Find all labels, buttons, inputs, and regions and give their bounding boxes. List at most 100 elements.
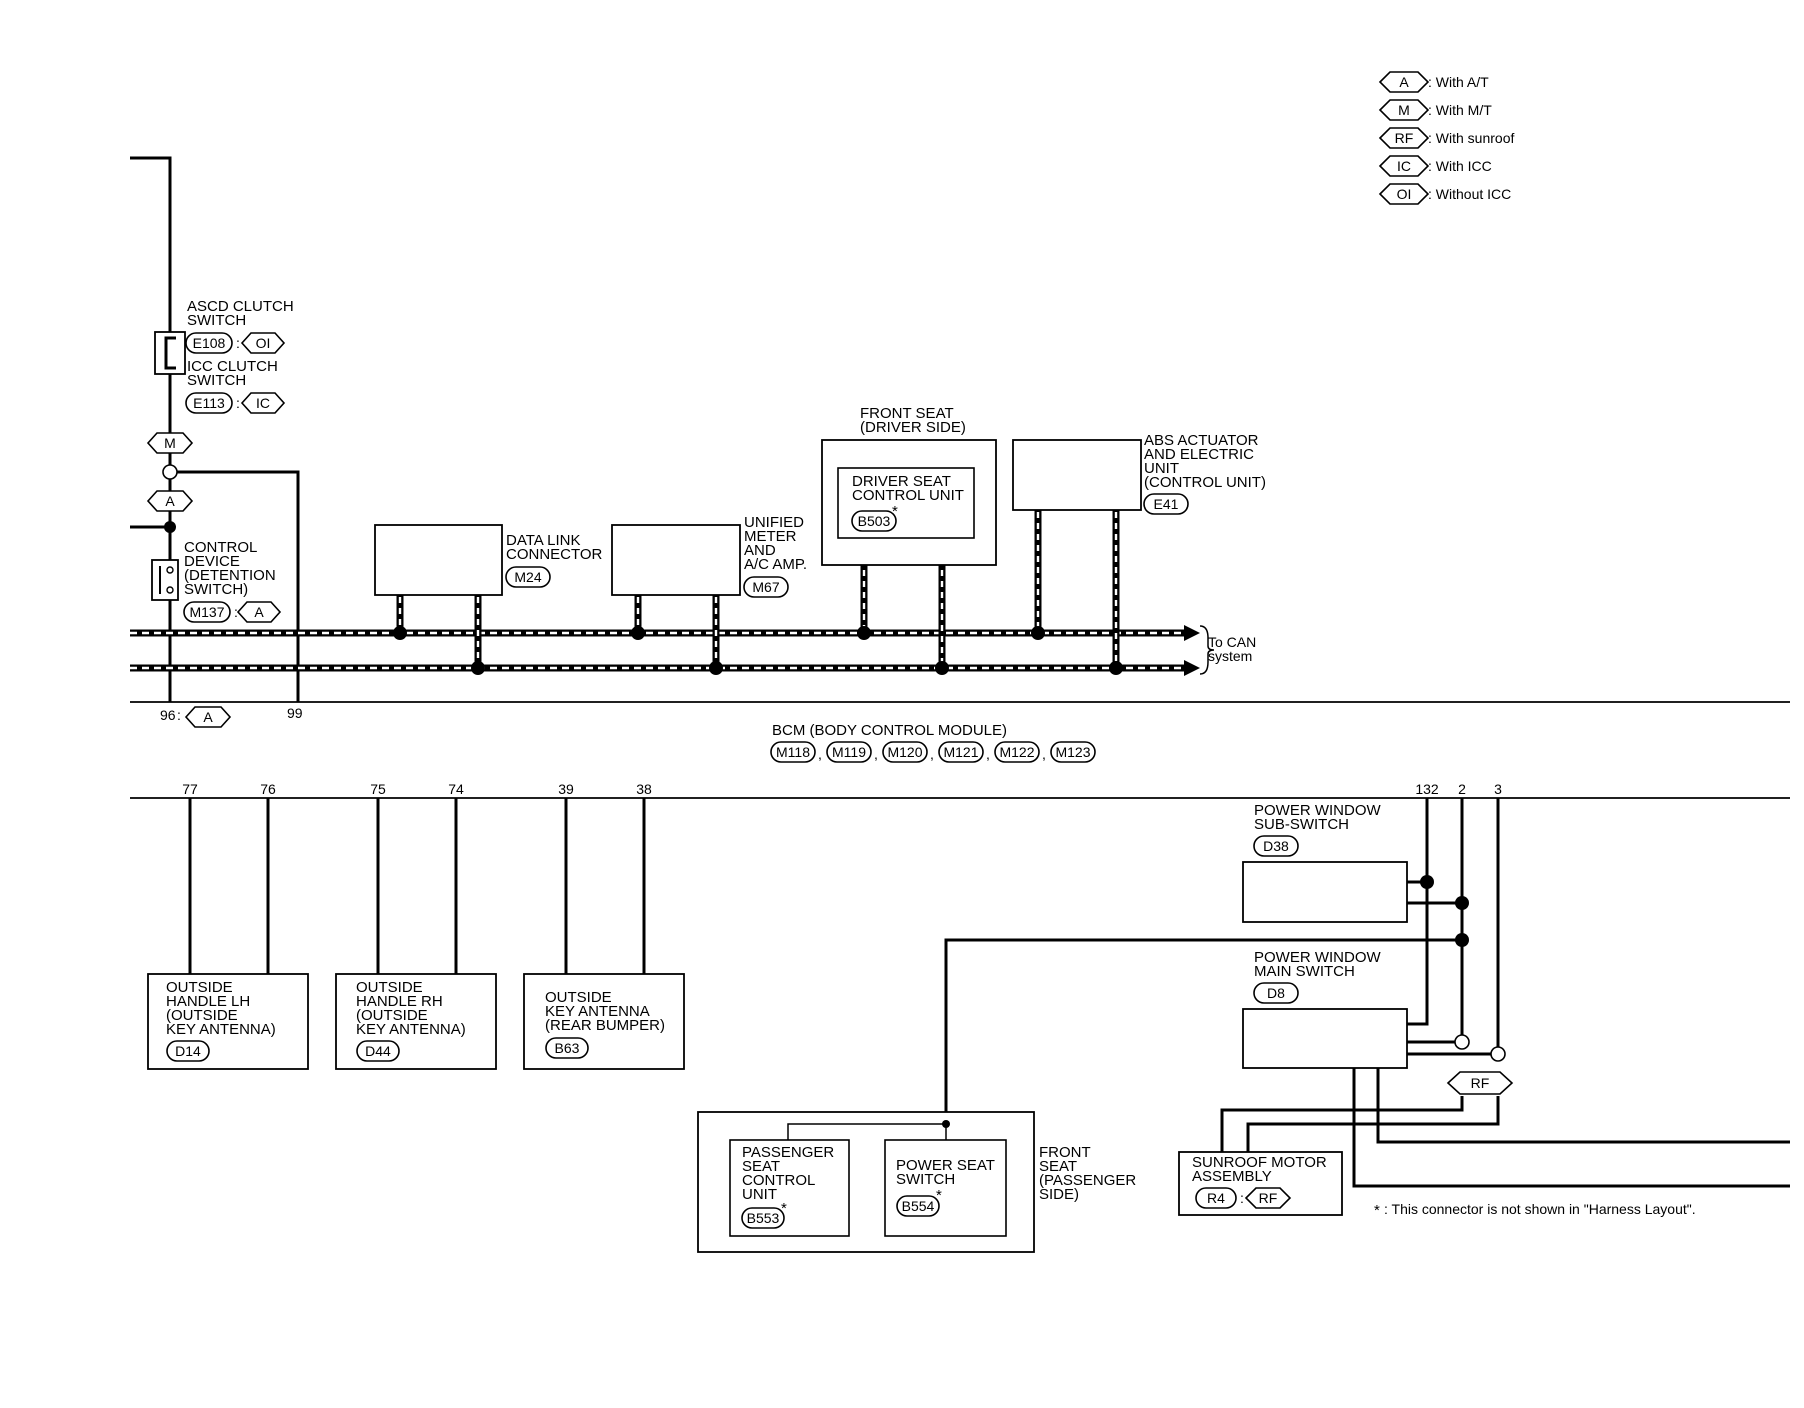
bcm-connector: M123: [1055, 744, 1090, 760]
pin-number: 76: [260, 781, 276, 797]
power-window-sub-switch-label: SUB-SWITCH: [1254, 816, 1349, 833]
pin-number: 3: [1494, 781, 1502, 797]
can-label: system: [1208, 648, 1252, 664]
legend-text: : With sunroof: [1428, 130, 1514, 146]
legend-item-oi: OI : Without ICC: [1378, 183, 1511, 205]
power-window-main-switch-label: POWER WINDOW: [1254, 949, 1381, 966]
legend-code: RF: [1395, 130, 1414, 146]
sunroof-option: RF: [1259, 1190, 1278, 1206]
can-bus: To CAN system: [130, 625, 1256, 676]
power-window-sub-switch-label: POWER WINDOW: [1254, 802, 1381, 819]
outside-handle-lh-label: (OUTSIDE: [166, 1007, 238, 1024]
control-device-label: (DETENTION: [184, 567, 276, 584]
control-device-option: A: [254, 604, 264, 620]
driver-seat-connector: B503: [858, 513, 891, 529]
bcm-connector: M120: [887, 744, 922, 760]
separator: ,: [986, 746, 990, 762]
unified-meter-ac-amp: UNIFIED METER AND A/C AMP. M67: [611, 514, 807, 598]
bcm-connector: M122: [999, 744, 1034, 760]
power-window-sub-switch-connector: D38: [1263, 838, 1289, 854]
icc-label: SWITCH: [187, 372, 246, 389]
not-shown-star: *: [781, 1200, 787, 1217]
option-code: M: [164, 435, 176, 451]
outside-handle-rh-connector: D44: [365, 1043, 391, 1059]
legend-code: A: [1399, 74, 1409, 90]
ascd-option: OI: [256, 335, 271, 351]
control-device-detention-switch: CONTROL DEVICE (DETENTION SWITCH) M137 :…: [151, 539, 282, 623]
legend-item-ic: IC : With ICC: [1378, 155, 1492, 177]
outside-handle-lh-label: HANDLE LH: [166, 993, 250, 1010]
power-window-sub-switch: POWER WINDOW SUB-SWITCH D38: [1242, 802, 1408, 923]
front-seat-passenger-label: SIDE): [1039, 1186, 1079, 1203]
splice-dot: [164, 521, 176, 533]
pss-connector: B554: [902, 1198, 935, 1214]
option-code: RF: [1471, 1075, 1490, 1091]
bottom-splices: [1420, 875, 1506, 1062]
outside-key-antenna-connector: B63: [555, 1040, 580, 1056]
outside-key-antenna-rear: OUTSIDE KEY ANTENNA (REAR BUMPER) B63: [523, 973, 685, 1070]
legend-text: : Without ICC: [1428, 186, 1511, 202]
outside-handle-rh-label: OUTSIDE: [356, 979, 423, 996]
outside-key-antenna-label: (REAR BUMPER): [545, 1017, 665, 1034]
pss-label: POWER SEAT: [896, 1157, 995, 1174]
abs-label: AND ELECTRIC: [1144, 446, 1254, 463]
can-label: To CAN: [1208, 634, 1256, 650]
outside-handle-rh-label: HANDLE RH: [356, 993, 443, 1010]
bcm-connector: M118: [776, 744, 810, 760]
control-device-connector: M137: [189, 604, 224, 620]
outside-handle-rh: OUTSIDE HANDLE RH (OUTSIDE KEY ANTENNA) …: [335, 973, 497, 1070]
pin-number: 132: [1415, 781, 1439, 797]
data-link-connector: DATA LINK CONNECTOR M24: [374, 524, 603, 596]
outside-key-antenna-label: OUTSIDE: [545, 989, 612, 1006]
driver-seat-control-unit-label: DRIVER SEAT: [852, 473, 951, 490]
pin-number: 39: [558, 781, 574, 797]
bcm-connector: M119: [832, 744, 866, 760]
control-device-label: CONTROL: [184, 539, 257, 556]
footnote-star: *: [1374, 1202, 1380, 1219]
abs-label: ABS ACTUATOR: [1144, 432, 1259, 449]
front-seat-passenger-label: FRONT: [1039, 1144, 1091, 1161]
sunroof-motor-assembly: SUNROOF MOTOR ASSEMBLY R4 : RF: [1178, 1151, 1343, 1216]
footnote: * : This connector is not shown in "Harn…: [1374, 1201, 1696, 1219]
unified-meter-label: UNIFIED: [744, 514, 804, 531]
pscu-label: SEAT: [742, 1158, 780, 1175]
pin-number: 77: [182, 781, 198, 797]
pin-number: 74: [448, 781, 464, 797]
option-mark-a: A: [146, 490, 194, 512]
pscu-label: PASSENGER: [742, 1144, 834, 1161]
bcm-connector: M121: [943, 744, 978, 760]
bcm-connectors: M118 , M119 , M120 , M121 , M122 , M123: [770, 741, 1096, 763]
sunroof-label: ASSEMBLY: [1192, 1168, 1272, 1185]
unified-meter-label: METER: [744, 528, 797, 545]
bottom-wires: [188, 798, 1790, 1188]
ascd-label: ASCD CLUTCH: [187, 298, 294, 315]
option-code: A: [165, 493, 175, 509]
legend-code: M: [1398, 102, 1410, 118]
legend-text: : With A/T: [1428, 74, 1489, 90]
colon: :: [236, 395, 240, 411]
outside-handle-lh-label: KEY ANTENNA): [166, 1021, 276, 1038]
pin-number: 99: [287, 705, 303, 721]
legend-text: : With M/T: [1428, 102, 1492, 118]
ascd-label: SWITCH: [187, 312, 246, 329]
splice-open: [162, 464, 178, 480]
sunroof-connector: R4: [1207, 1190, 1225, 1206]
icc-label: ICC CLUTCH: [187, 358, 278, 375]
icc-connector: E113: [193, 395, 225, 411]
pin-number: 38: [636, 781, 652, 797]
ascd-connector: E108: [193, 335, 226, 351]
data-link-label: DATA LINK: [506, 532, 580, 549]
unified-meter-label: AND: [744, 542, 776, 559]
legend-text: : With ICC: [1428, 158, 1492, 174]
legend-code: IC: [1397, 158, 1411, 174]
legend-item-rf: RF : With sunroof: [1378, 127, 1514, 149]
front-seat-passenger-side: PASSENGER SEAT CONTROL UNIT B553 * POWER…: [697, 1111, 1136, 1253]
colon: :: [1240, 1190, 1244, 1206]
abs-label: UNIT: [1144, 460, 1179, 477]
control-device-label: SWITCH): [184, 581, 248, 598]
outside-handle-lh-connector: D14: [175, 1043, 201, 1059]
power-window-main-switch: POWER WINDOW MAIN SWITCH D8: [1242, 949, 1408, 1069]
not-shown-star: *: [936, 1187, 942, 1204]
option-mark-a: [184, 706, 232, 728]
pin-number: 75: [370, 781, 386, 797]
